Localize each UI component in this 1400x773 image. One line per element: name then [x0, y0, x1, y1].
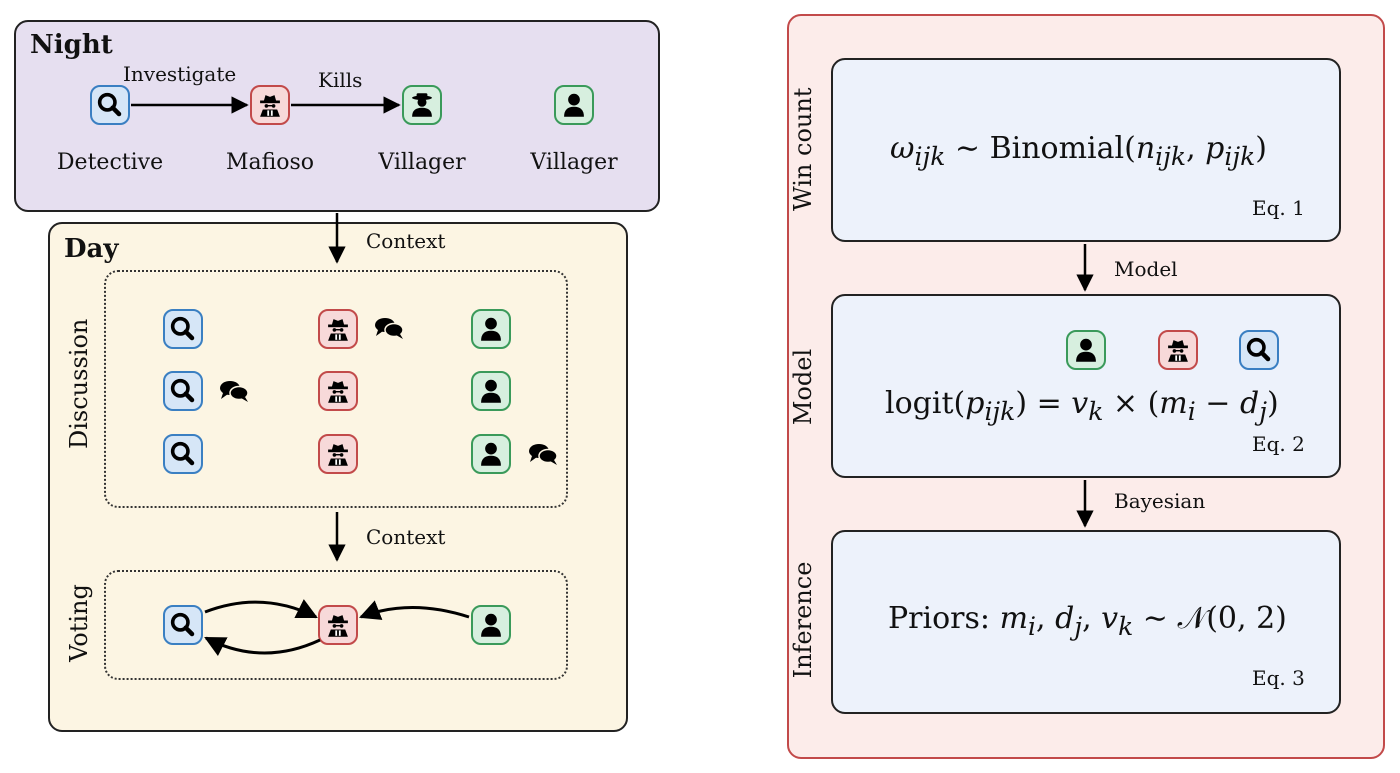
model-arrow-label: Model	[1114, 257, 1178, 281]
formula-p-sub: ijk	[984, 397, 1016, 426]
vote-arrow-villager-to-mafioso	[359, 600, 470, 620]
formula-logit: logit(	[885, 386, 966, 421]
context-label-2: Context	[366, 525, 446, 549]
model-mafioso-icon	[1158, 330, 1198, 370]
formula-close: )	[1266, 386, 1279, 421]
formula-n-sub: ijk	[1155, 142, 1187, 171]
formula-omega: ω	[890, 131, 915, 166]
model-villager-icon	[1066, 330, 1106, 370]
discussion-detective-icon	[163, 309, 203, 349]
formula-dist: ∼ Binomial(	[945, 131, 1136, 166]
priors-formula: Priors: mi, dj, vk ∼ 𝒩(0, 2)	[888, 601, 1287, 641]
role-label-villager-1: Villager	[378, 150, 466, 175]
formula-d: d	[1055, 601, 1075, 636]
discussion-mafioso-icon	[318, 371, 358, 411]
formula-priors: Priors:	[888, 601, 1000, 636]
kills-label: Kills	[318, 68, 363, 92]
investigate-label: Investigate	[123, 62, 237, 86]
role-label-mafioso: Mafioso	[225, 150, 315, 175]
day-panel	[48, 222, 628, 732]
formula-normal: ∼ 𝒩(0, 2)	[1133, 601, 1287, 636]
voting-villager-icon	[471, 605, 511, 645]
villager-hat-icon	[402, 85, 442, 125]
role-label-villager-2: Villager	[530, 150, 618, 175]
formula-p: p	[1205, 131, 1225, 166]
formula-d-sub: j	[1259, 397, 1267, 426]
voting-region	[104, 570, 568, 680]
formula-p: p	[965, 386, 985, 421]
model-box	[831, 294, 1341, 478]
formula-m-sub: i	[1187, 397, 1196, 426]
model-detective-icon	[1239, 330, 1279, 370]
context-label-1: Context	[366, 229, 446, 253]
discussion-detective-icon	[163, 434, 203, 474]
discussion-villager-icon	[471, 371, 511, 411]
formula-v-sub: k	[1088, 397, 1104, 426]
formula-v: v	[1101, 601, 1119, 636]
formula-minus: −	[1195, 386, 1240, 421]
eq-2-label: Eq. 2	[1252, 432, 1305, 456]
formula-sep: ,	[1186, 131, 1206, 166]
formula-omega-sub: ijk	[914, 142, 946, 171]
formula-times: × (	[1103, 386, 1160, 421]
formula-p-sub: ijk	[1224, 142, 1256, 171]
formula-comma: ,	[1036, 601, 1056, 636]
discussion-region	[104, 270, 568, 508]
formula-eq: ) =	[1015, 386, 1072, 421]
eq-3-label: Eq. 3	[1252, 666, 1305, 690]
mafioso-spy-icon	[250, 85, 290, 125]
vote-arrow-detective-to-mafioso	[204, 599, 318, 619]
inference-box	[831, 530, 1341, 714]
discussion-detective-icon	[163, 371, 203, 411]
bayesian-arrow-label: Bayesian	[1114, 489, 1206, 513]
role-label-detective: Detective	[56, 150, 164, 175]
formula-v: v	[1071, 386, 1089, 421]
formula-n: n	[1135, 131, 1156, 166]
formula-close: )	[1255, 131, 1267, 166]
vote-arrow-mafioso-to-detective	[204, 636, 321, 657]
binomial-formula: ωijk ∼ Binomial(nijk, pijk)	[890, 131, 1267, 171]
formula-v-sub: k	[1118, 612, 1134, 641]
formula-d: d	[1239, 386, 1260, 421]
voting-mafioso-icon	[318, 605, 358, 645]
night-title: Night	[30, 30, 113, 60]
discussion-villager-icon	[471, 434, 511, 474]
day-title: Day	[64, 234, 119, 264]
eq-1-label: Eq. 1	[1252, 196, 1305, 220]
detective-magnifier-icon	[90, 85, 130, 125]
formula-m: m	[1159, 386, 1188, 421]
logit-formula: logit(pijk) = vk × (mi − dj)	[885, 386, 1279, 426]
formula-m-sub: i	[1028, 612, 1037, 641]
discussion-mafioso-icon	[318, 434, 358, 474]
formula-m: m	[999, 601, 1029, 636]
win-count-box	[831, 58, 1341, 242]
discussion-mafioso-icon	[318, 309, 358, 349]
discussion-villager-icon	[471, 309, 511, 349]
formula-d-sub: j	[1074, 612, 1083, 641]
voting-detective-icon	[163, 605, 203, 645]
formula-comma: ,	[1082, 601, 1102, 636]
villager-person-icon	[554, 85, 594, 125]
